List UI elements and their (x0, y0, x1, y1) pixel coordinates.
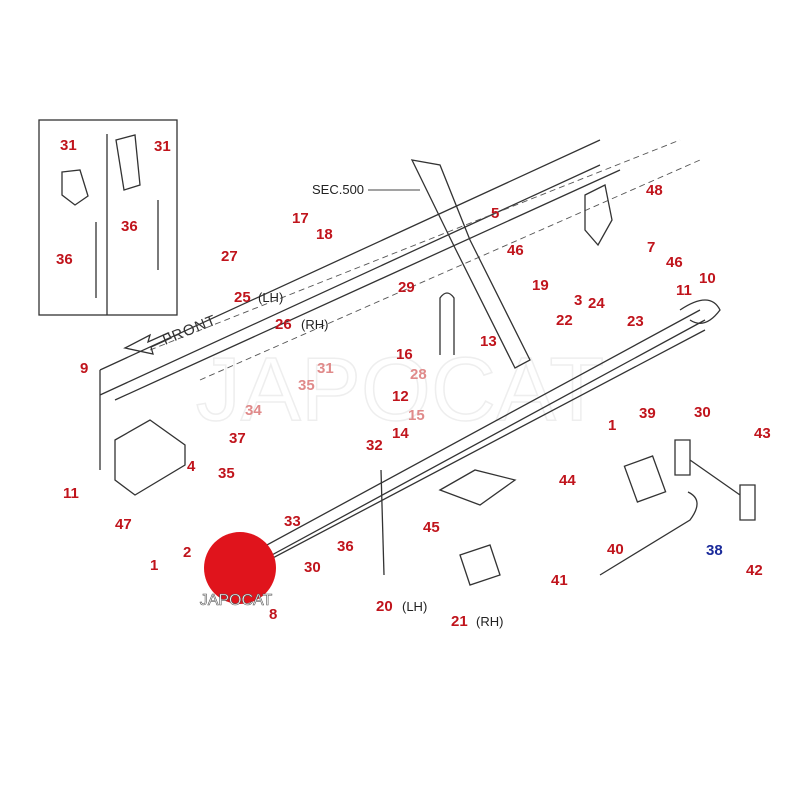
callout-12[interactable]: 12 (392, 388, 409, 405)
callout-26[interactable]: 26 (275, 316, 292, 333)
callout-34[interactable]: 34 (245, 402, 262, 419)
callout-rh[interactable]: (RH) (476, 614, 503, 629)
callout-44[interactable]: 44 (559, 472, 576, 489)
callout-41[interactable]: 41 (551, 572, 568, 589)
callout-8[interactable]: 8 (269, 606, 277, 623)
inset-bracket-31b (115, 134, 141, 191)
callout-45[interactable]: 45 (423, 519, 440, 536)
callout-9[interactable]: 9 (80, 360, 88, 377)
callout-13[interactable]: 13 (480, 333, 497, 350)
stabilizer-bar-38 (599, 491, 698, 576)
callout-30[interactable]: 30 (694, 404, 711, 421)
callout-36[interactable]: 36 (121, 218, 138, 235)
callout-14[interactable]: 14 (392, 425, 409, 442)
callout-35[interactable]: 35 (218, 465, 235, 482)
callout-36[interactable]: 36 (337, 538, 354, 555)
stabilizer-link-36 (380, 469, 385, 576)
callout-38[interactable]: 38 (706, 542, 723, 559)
japocat-logo: JAPOCAT (199, 532, 276, 609)
frame-rail (99, 139, 621, 470)
spring-seat-44 (438, 469, 517, 506)
callout-48[interactable]: 48 (646, 182, 663, 199)
callout-36[interactable]: 36 (56, 251, 73, 268)
bushing-39 (623, 455, 667, 503)
callout-1[interactable]: 1 (608, 417, 616, 434)
callout-11[interactable]: 11 (676, 282, 692, 299)
callout-17[interactable]: 17 (292, 210, 309, 227)
callout-lh[interactable]: (LH) (258, 290, 283, 305)
reference-sec500[interactable]: SEC.500 (312, 182, 364, 197)
callout-47[interactable]: 47 (115, 516, 132, 533)
front-hanger-47 (114, 419, 186, 496)
callout-5[interactable]: 5 (491, 205, 499, 222)
callout-7[interactable]: 7 (647, 239, 655, 256)
shock-absorber-19 (410, 159, 531, 369)
callout-22[interactable]: 22 (556, 312, 573, 329)
callout-15[interactable]: 15 (408, 407, 425, 424)
callout-16[interactable]: 16 (396, 346, 413, 363)
callout-20[interactable]: 20 (376, 598, 393, 615)
callout-1[interactable]: 1 (150, 557, 158, 574)
callout-2[interactable]: 2 (183, 544, 191, 561)
callout-33[interactable]: 33 (284, 513, 301, 530)
callout-29[interactable]: 29 (398, 279, 415, 296)
callout-31[interactable]: 31 (317, 360, 334, 377)
leaf-spring-1 (229, 309, 706, 576)
callout-31[interactable]: 31 (154, 138, 171, 155)
callout-46[interactable]: 46 (507, 242, 524, 259)
callout-rh[interactable]: (RH) (301, 317, 328, 332)
shackle-48 (584, 184, 613, 247)
inset-box (38, 119, 178, 316)
front-arrow-icon (123, 332, 172, 355)
spring-eye (679, 299, 721, 324)
bracket-42 (674, 439, 756, 521)
callout-24[interactable]: 24 (588, 295, 605, 312)
callout-19[interactable]: 19 (532, 277, 549, 294)
frame-outline (149, 139, 701, 381)
callout-25[interactable]: 25 (234, 289, 251, 306)
callout-30[interactable]: 30 (304, 559, 321, 576)
logo-text: JAPOCAT (200, 592, 273, 609)
callout-40[interactable]: 40 (607, 541, 624, 558)
callout-lh[interactable]: (LH) (402, 599, 427, 614)
callout-46[interactable]: 46 (666, 254, 683, 271)
callout-35[interactable]: 35 (298, 377, 315, 394)
callout-18[interactable]: 18 (316, 226, 333, 243)
callout-39[interactable]: 39 (639, 405, 656, 422)
callout-11[interactable]: 11 (63, 485, 79, 502)
inset-bracket-31 (61, 169, 89, 206)
callout-4[interactable]: 4 (187, 458, 196, 475)
callout-10[interactable]: 10 (699, 270, 716, 287)
callout-31[interactable]: 31 (60, 137, 77, 154)
logo-circle (204, 532, 276, 604)
callout-37[interactable]: 37 (229, 430, 246, 447)
callout-43[interactable]: 43 (754, 425, 771, 442)
callout-32[interactable]: 32 (366, 437, 383, 454)
callout-27[interactable]: 27 (221, 248, 238, 265)
callout-42[interactable]: 42 (746, 562, 763, 579)
u-bolt-13 (439, 292, 455, 355)
callout-21[interactable]: 21 (451, 613, 468, 630)
callout-28[interactable]: 28 (410, 366, 427, 383)
watermark: JAPOCAT (196, 340, 604, 440)
bracket-20-21 (459, 544, 501, 586)
callout-23[interactable]: 23 (627, 313, 644, 330)
callout-3[interactable]: 3 (574, 292, 582, 309)
